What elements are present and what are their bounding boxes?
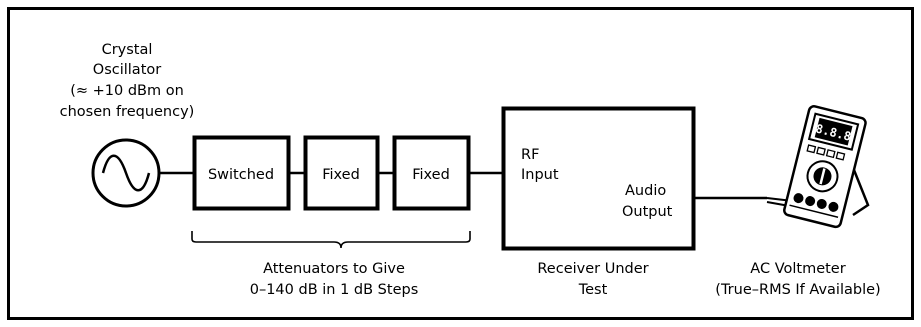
multimeter-icon: 8.8.8 — [766, 105, 870, 229]
receiver-caption: Receiver Under Test — [537, 261, 648, 298]
attenuator-fixed-1: Fixed — [303, 135, 380, 211]
svg-text:Attenuators to Give: Attenuators to Give — [263, 261, 405, 277]
svg-text:RF: RF — [521, 147, 539, 163]
svg-text:Output: Output — [622, 204, 673, 220]
attenuator-switched: Switched — [192, 135, 291, 211]
svg-text:(≈ +10 dBm on: (≈ +10 dBm on — [70, 83, 184, 99]
svg-text:Crystal: Crystal — [102, 42, 153, 58]
oscillator-caption: Crystal Oscillator (≈ +10 dBm on chosen … — [60, 42, 195, 120]
svg-text:AC Voltmeter: AC Voltmeter — [750, 261, 845, 277]
voltmeter-caption: AC Voltmeter (True–RMS If Available) — [715, 261, 880, 298]
svg-text:Receiver Under: Receiver Under — [537, 261, 648, 277]
attenuator-fixed-2: Fixed — [392, 135, 471, 211]
svg-text:0–140 dB in 1 dB Steps: 0–140 dB in 1 dB Steps — [250, 282, 419, 298]
svg-text:(True–RMS If Available): (True–RMS If Available) — [715, 282, 880, 298]
svg-text:Switched: Switched — [208, 167, 274, 183]
diagram-frame — [7, 7, 914, 320]
svg-text:Fixed: Fixed — [322, 167, 360, 183]
sine-wave-source-icon — [91, 138, 161, 208]
svg-text:Test: Test — [578, 282, 608, 298]
svg-text:Oscillator: Oscillator — [93, 62, 161, 78]
signal-wires — [159, 171, 767, 200]
svg-text:Input: Input — [521, 167, 559, 183]
svg-text:Fixed: Fixed — [412, 167, 450, 183]
svg-text:chosen frequency): chosen frequency) — [60, 104, 195, 120]
svg-text:Audio: Audio — [625, 183, 666, 199]
attenuator-brace — [191, 231, 471, 249]
attenuator-caption: Attenuators to Give 0–140 dB in 1 dB Ste… — [250, 261, 419, 298]
receiver-under-test: RF Input Audio Output — [501, 106, 696, 251]
